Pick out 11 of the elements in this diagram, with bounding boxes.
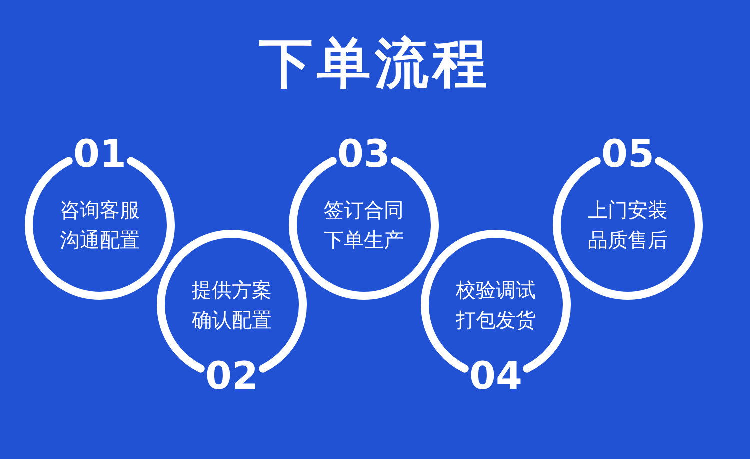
step-number: 01 (74, 134, 126, 174)
step-number: 03 (338, 134, 390, 174)
step-number: 05 (602, 134, 654, 174)
step-text: 校验调试打包发货 (455, 277, 537, 334)
title: 下单流程 (259, 31, 491, 97)
step-text: 提供方案确认配置 (191, 277, 273, 334)
step-text: 咨询客服沟通配置 (59, 197, 141, 254)
step-number: 02 (206, 356, 258, 396)
step-text: 签订合同下单生产 (323, 197, 405, 254)
step-text: 上门安装品质售后 (587, 197, 669, 254)
step-number: 04 (470, 356, 522, 396)
